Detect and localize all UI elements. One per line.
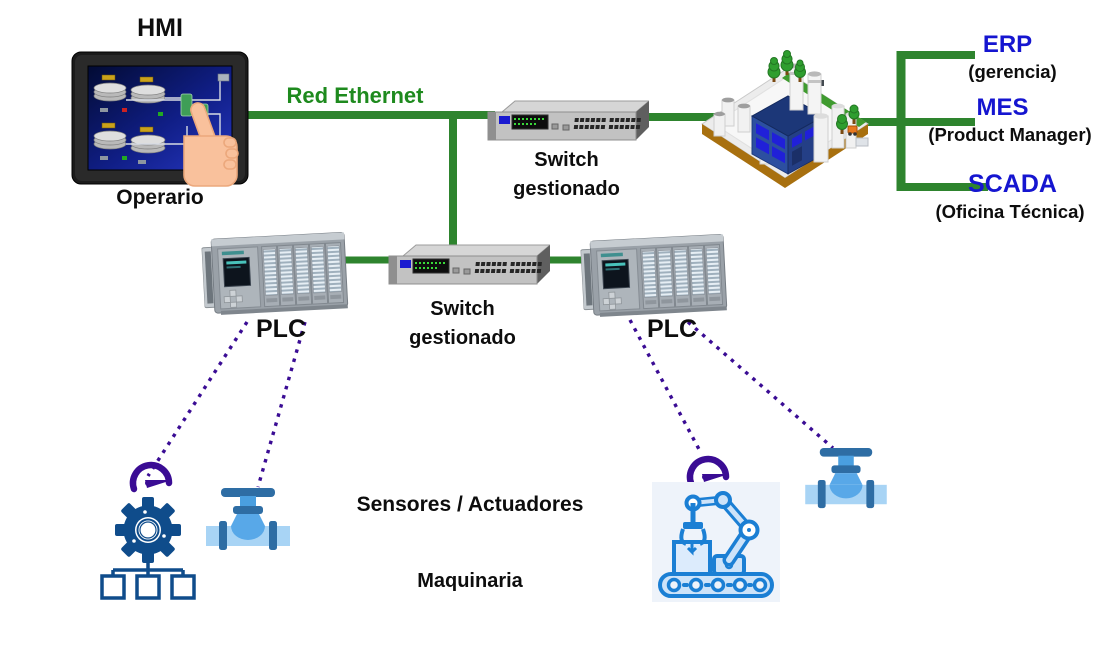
plc-icon [580,234,728,317]
mes-label: MES [976,94,1029,121]
operator-label: Operario [116,186,204,209]
switch-top-label-line1: Switch [534,149,599,171]
sensors-actuators-label: Sensores / Actuadores [356,493,584,516]
hmi-label: HMI [137,14,183,42]
gauge-icon-robot [683,454,731,488]
fieldbus-plc1-to-valve [256,321,307,488]
ethernet-switch-icon [487,100,649,141]
scada-label: SCADA [968,170,1057,198]
fieldbus-plc2-to-valve [686,320,835,450]
switch-mid-label-line2: gestionado [409,327,516,349]
machinery-label: Maquinaria [417,570,523,592]
managed-switch-mid [385,242,550,288]
operator-hand-icon [183,102,239,187]
valve-icon-left [206,486,290,554]
factory-icon [696,42,874,200]
plc-icon [201,232,349,315]
fieldbus-links [146,319,835,488]
ethernet-switch-icon [388,244,550,285]
switch-top-label: Switch gestionado [484,146,649,204]
hierarchy-tree-icon [100,555,196,600]
scada-detail-label: (Oficina Técnica) [935,201,1085,222]
robot-arm-icon [650,480,782,604]
plc-right [580,226,730,325]
gauge-icon [126,460,174,494]
gear-machine-icon [94,494,206,604]
fieldbus-plc1-to-machine [146,321,249,477]
gear-icon [115,497,181,563]
ethernet-segments [242,51,988,264]
valve-icon-right [804,446,888,512]
managed-switch-top [484,98,649,144]
fieldbus-plc2-to-robot [628,319,703,454]
hmi-touch-panel [70,50,256,200]
factory-trees [767,50,860,134]
plc-left [201,224,351,323]
forklift-icon [847,125,858,136]
ethernet-network-label: Red Ethernet [286,83,424,108]
valve-icon [805,447,887,509]
switch-top-label-line2: gestionado [513,178,620,200]
erp-detail-label: (gerencia) [968,61,1057,82]
mes-detail-label: (Product Manager) [928,124,1092,145]
switch-mid-label: Switch gestionado [380,295,545,353]
valve-icon [206,488,290,550]
plc-right-label: PLC [647,315,697,343]
switch-mid-label-line1: Switch [430,298,495,320]
erp-label: ERP [982,31,1033,58]
plc-left-label: PLC [256,315,306,343]
